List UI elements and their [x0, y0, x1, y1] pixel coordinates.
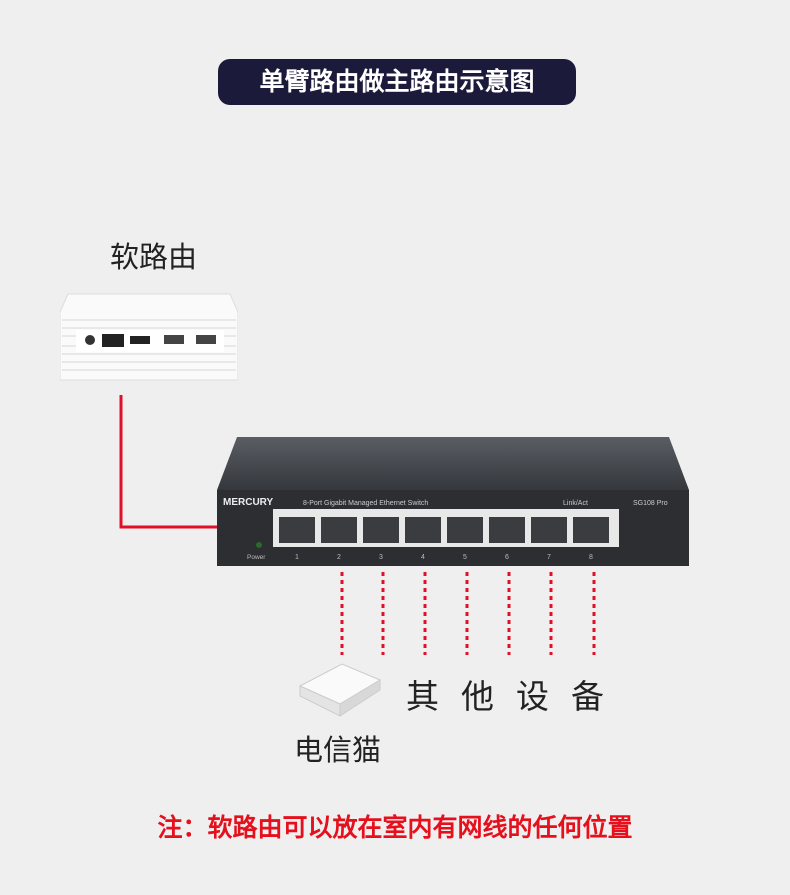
mercury-switch: MERCURY 8-Port Gigabit Managed Ethernet …: [217, 437, 689, 566]
port-4: [405, 517, 441, 543]
port-number: 3: [379, 554, 383, 561]
port-5: [447, 517, 483, 543]
port-number: 7: [547, 554, 551, 561]
power-label: Power: [247, 554, 266, 561]
device-cables: [340, 572, 596, 655]
port-number: 5: [463, 554, 467, 561]
modem-label: 电信猫: [294, 733, 382, 767]
soft-router-image: [60, 293, 238, 381]
modem-image: [298, 663, 382, 717]
port-8: [573, 517, 609, 543]
port-number: 4: [421, 554, 425, 561]
port-6: [489, 517, 525, 543]
port-number: 8: [589, 554, 593, 561]
switch-model: SG108 Pro: [633, 500, 668, 507]
note-text: 注：软路由可以放在室内有网线的任何位置: [157, 813, 633, 842]
port-number: 2: [337, 554, 341, 561]
port-7: [531, 517, 567, 543]
port-number: 1: [295, 554, 299, 561]
other-devices-label: 其他设备: [406, 677, 626, 716]
diagram-title: 单臂路由做主路由示意图: [218, 59, 576, 105]
port-number: 6: [505, 554, 509, 561]
soft-router-label: 软路由: [110, 240, 198, 274]
port-1: [279, 517, 315, 543]
port-2: [321, 517, 357, 543]
switch-description: 8-Port Gigabit Managed Ethernet Switch: [303, 500, 428, 507]
link-act-label: Link/Act: [563, 500, 588, 507]
port-3: [363, 517, 399, 543]
switch-brand: MERCURY: [223, 497, 274, 508]
